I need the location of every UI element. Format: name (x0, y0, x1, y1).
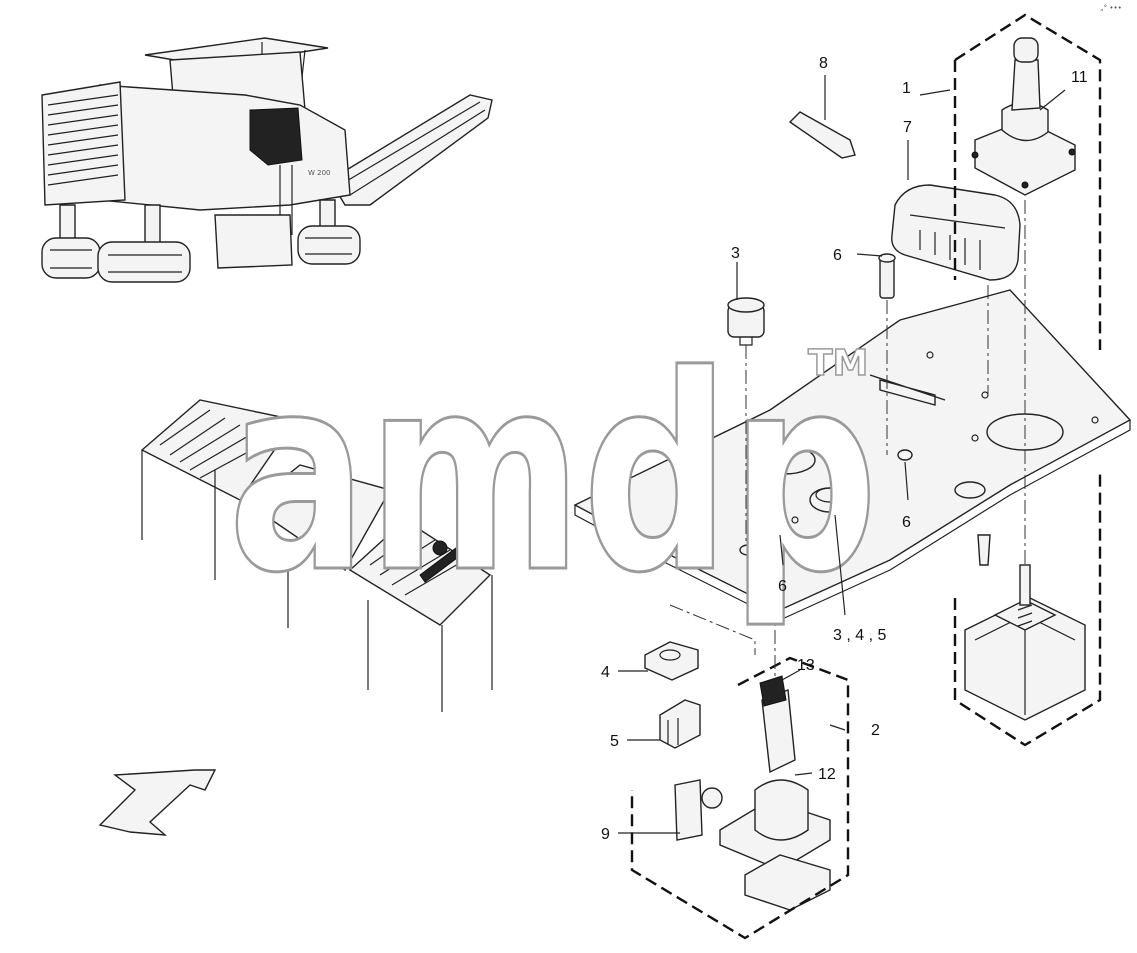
contact-block-part-5 (659, 699, 701, 749)
group-outline-part-2 (630, 656, 850, 940)
console-panel-left (140, 399, 297, 501)
plate-hole-large-center (754, 445, 816, 475)
direction-arrow (98, 769, 217, 836)
callout-13: 13 (797, 657, 815, 674)
callout-11: 12 (818, 766, 836, 783)
joystick-part-12 (971, 37, 1076, 196)
milling-machine-illustration: W 200 (41, 37, 493, 283)
callout-8: 8 (819, 55, 828, 72)
callout-6-top: 6 (833, 247, 842, 264)
grille (47, 94, 119, 186)
machine-body (99, 84, 351, 211)
corner-mark: „° ••• (1100, 4, 1122, 12)
nut-part-6 (770, 449, 913, 534)
operator-console (140, 399, 493, 712)
callout-2: 2 (871, 722, 880, 739)
callout-7: 7 (903, 119, 912, 136)
callout-3-4-5: 3 , 4 , 5 (833, 627, 886, 644)
track-front (297, 225, 361, 265)
watermark: amdp TM (227, 316, 880, 634)
bracket-part-9 (674, 779, 723, 841)
joystick-base-part-1 (964, 534, 1086, 721)
callout-1: 1 (902, 80, 911, 97)
console-panel-middle (248, 464, 392, 572)
group-outline-part-1-top (954, 13, 1102, 350)
plate-hole-small (954, 481, 986, 499)
callout-12: 11 (1071, 69, 1088, 86)
watermark-text: amdp (228, 317, 878, 632)
callout-9: 9 (601, 826, 610, 843)
callout-4: 4 (601, 664, 610, 681)
push-button-part-3 (727, 297, 765, 346)
track-rear-right (97, 241, 191, 283)
callout-5: 5 (610, 733, 619, 750)
machine-label: W 200 (308, 169, 331, 177)
watermark-tm: TM (808, 343, 868, 384)
joystick-part-2 (719, 675, 831, 911)
callout-6-bottom: 6 (778, 578, 787, 595)
contact-block-part-4 (644, 641, 699, 681)
track-rear-left (41, 237, 101, 279)
callout-6-right: 6 (902, 514, 911, 531)
callout-3: 3 (731, 245, 740, 262)
console-panel-right (348, 519, 492, 626)
leader-lines (618, 75, 1066, 834)
highlighted-control-area (249, 107, 303, 166)
lamp-part-6 (878, 253, 896, 299)
drum-housing (214, 214, 293, 269)
conveyor (329, 94, 493, 206)
group-outline-part-1-bottom (953, 470, 1102, 747)
pin-part-8 (788, 111, 856, 159)
